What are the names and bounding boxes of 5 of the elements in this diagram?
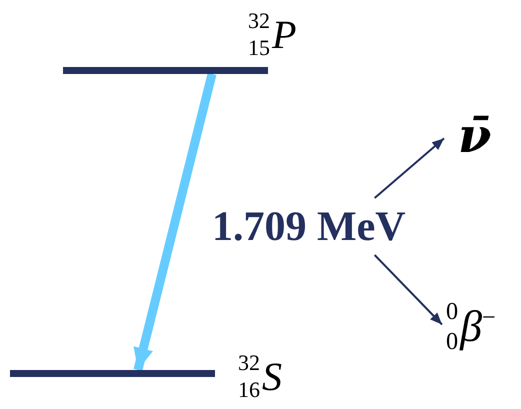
arrow	[374, 254, 443, 326]
arrow	[134, 72, 216, 372]
energy-label: 1.709 MeV	[212, 206, 406, 248]
arrow	[374, 138, 445, 199]
particle-symbol: ν̄	[458, 112, 492, 160]
